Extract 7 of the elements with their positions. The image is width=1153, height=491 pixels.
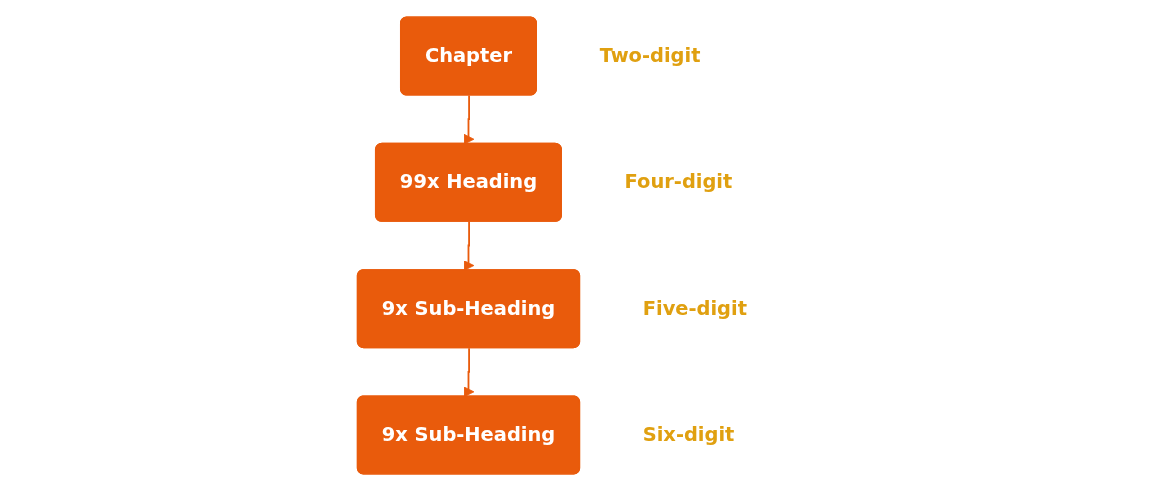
arrow (463, 220, 475, 271)
node-label: Five-digit (642, 296, 747, 320)
arrow (463, 347, 475, 398)
arrow (463, 94, 475, 145)
node-label: Four-digit (624, 170, 733, 194)
node-label: Two-digit (599, 43, 701, 67)
node-label: Six-digit (642, 422, 735, 446)
